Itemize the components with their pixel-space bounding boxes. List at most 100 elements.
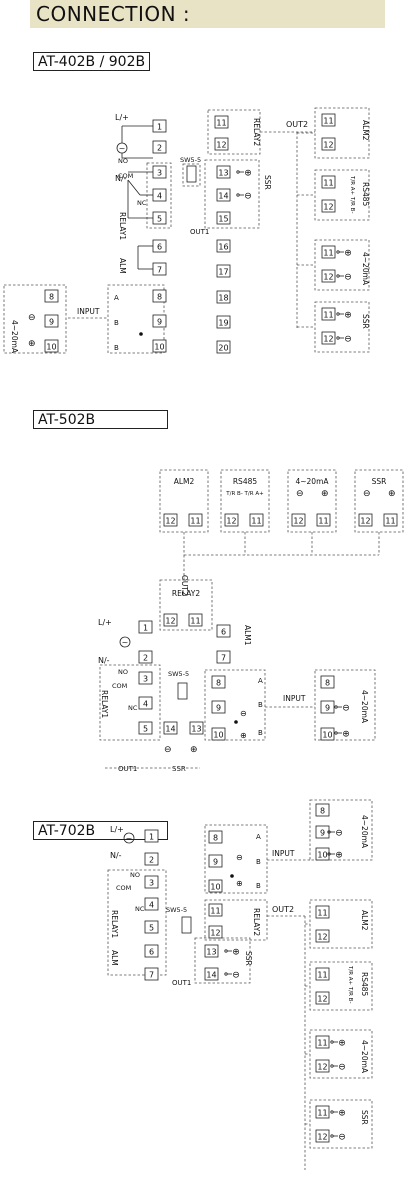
minus-symbol: ⊖ [28,313,36,323]
terminal-box [216,264,231,278]
ac-wave-glyph: ~ [122,638,129,647]
header-banner: CONNECTION : [30,0,385,28]
terminal-box [214,137,229,151]
polarity-symbol: ⊖ [338,1063,346,1073]
terminal-box [321,137,336,151]
terminal-box [208,854,223,868]
terminal-number: 5 [143,725,148,734]
alm-label: ALM [118,258,127,274]
terminal-box [144,897,159,911]
terminal-number: 20 [218,344,228,353]
terminal-number: 3 [143,675,148,684]
plus-symbol: ⊕ [321,489,329,499]
terminal-number: 12 [323,335,333,344]
terminal-box [320,675,335,689]
terminal-dot [336,250,340,254]
terminal-box [321,113,336,127]
terminal-number: 11 [318,517,328,526]
input-a-label: A [258,677,263,685]
out2-option-label: ALM2 [361,120,370,141]
polarity-symbol: ⊕ [338,1039,346,1049]
input-b2-label: B [114,344,119,352]
terminal-number: 12 [317,933,327,942]
sw-group [182,163,201,187]
terminal-box [138,721,153,735]
terminal-box [144,875,159,889]
terminal-number: 10 [322,731,332,740]
terminal-number: 7 [221,654,226,663]
terminal-box [383,513,398,527]
plus-symbol: ⊕ [240,731,247,740]
terminal-number: 16 [218,243,228,252]
terminal-number: 11 [323,179,333,188]
terminal-number: 18 [218,294,228,303]
ssr-group [204,159,260,229]
power-neutral-label: N/- [98,656,110,665]
polarity-symbol: ⊖ [232,971,240,981]
power-live-label: L/+ [115,113,129,122]
polarity-symbol: ⊖ [244,192,252,202]
terminal-box [144,920,159,934]
relay1-group [107,869,167,976]
terminal-number: 11 [317,909,327,918]
terminal-box [208,830,223,844]
terminal-number: 10 [317,851,327,860]
terminal-dot [334,731,338,735]
terminal-dot [336,312,340,316]
terminal-number: 9 [49,318,54,327]
terminal-box [163,613,178,627]
out2-option-label: RS485 [233,477,258,486]
plus-symbol: ⊕ [190,745,198,755]
out2-option-label: 4~20mA [360,1040,369,1074]
terminal-box [321,331,336,345]
terminal-box [144,944,159,958]
terminal-number: 7 [157,266,162,275]
terminal-number: 6 [149,948,154,957]
terminal-box [315,929,330,943]
terminal-number: 11 [190,517,200,526]
minus-symbol: ⊖ [236,853,243,862]
ma-label: 4~20mA [360,690,369,724]
input-b-label: B [256,858,261,866]
terminal-number: 6 [221,628,226,637]
terminal-number: 8 [320,807,325,816]
input-label: INPUT [77,307,100,316]
polarity-symbol: ⊕ [342,730,350,740]
terminal-dot [330,1134,334,1138]
power-live-label: L/+ [98,618,112,627]
terminal-dot [327,830,331,834]
nc-label: NC [128,704,138,712]
terminal-box [152,314,167,328]
out2-option-label: SSR [361,314,370,329]
model-label-702b: AT-702B [33,821,168,840]
model-label-502b: AT-502B [33,410,168,429]
no-label: NO [130,871,140,879]
terminal-dot [330,1064,334,1068]
terminal-box [315,1105,330,1119]
model-label-402b: AT-402B / 902B [33,52,151,71]
ssr-group [194,937,251,984]
terminal-number: 8 [325,679,330,688]
terminal-number: 6 [157,243,162,252]
terminal-dot [224,949,228,953]
terminal-box [321,175,336,189]
terminal-box [144,967,159,981]
terminal-dot [236,193,240,197]
input-label: INPUT [272,849,295,858]
relay1-label: RELAY1 [110,910,119,938]
sw5-5-label: SW5-5 [166,906,187,914]
input-group [204,669,266,741]
terminal-number: 1 [143,624,148,633]
ssr-label: SSR [244,951,253,966]
terminal-number: 13 [191,725,201,734]
terminal-number: 3 [149,879,154,888]
input-b-label: B [114,319,119,327]
terminal-number: 12 [165,517,175,526]
terminal-box [152,119,167,133]
out2-option-ssr [354,469,404,533]
terminal-number: 11 [317,971,327,980]
terminal-box [211,675,226,689]
out2-label: OUT2 [272,905,294,914]
out1-label: OUT1 [172,979,191,987]
junction-dot [230,874,234,878]
